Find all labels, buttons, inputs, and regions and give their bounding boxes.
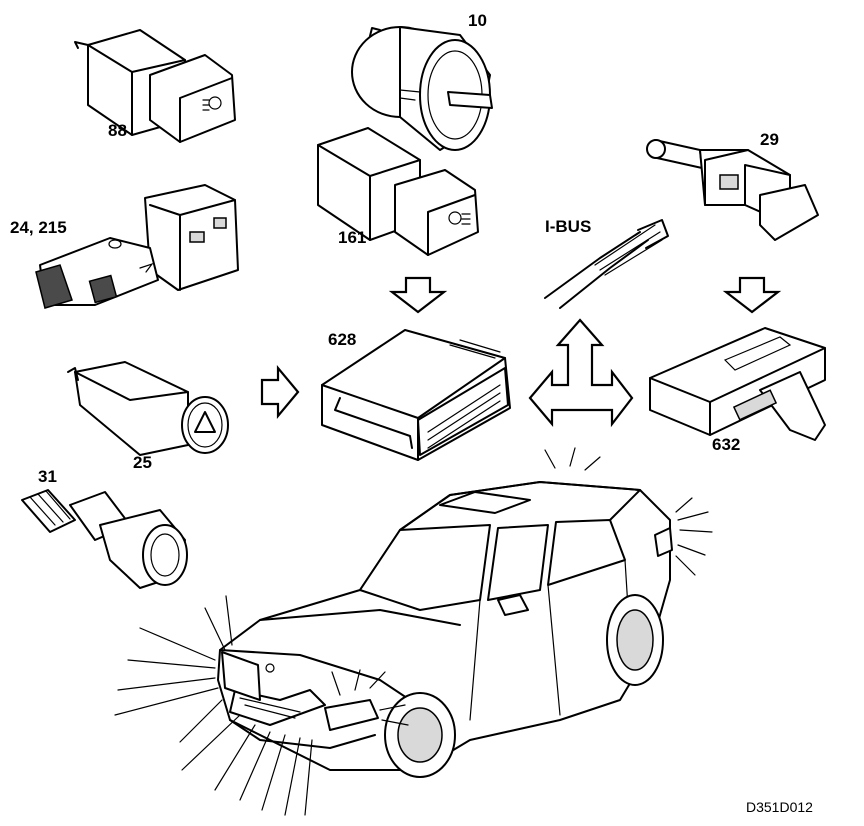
arrow-right-to-628: [260, 364, 300, 420]
fog-light-switch-88: [74, 29, 236, 143]
arrow-down-to-628: [388, 276, 448, 314]
rear-fog-switch-161: [317, 127, 479, 256]
car-illustration: [217, 481, 673, 778]
label-628: 628: [328, 330, 356, 349]
label-25: 25: [133, 453, 152, 472]
ibus-wire: [544, 219, 669, 309]
light-rays: [114, 447, 713, 816]
label-88: 88: [108, 121, 127, 140]
light-switch-10: [351, 26, 493, 151]
temperature-sensor-31: [21, 489, 188, 589]
drawing-code: D351D012: [746, 799, 813, 815]
hazard-switch-25: [67, 361, 229, 456]
label-10: 10: [468, 11, 487, 30]
arrow-down-to-632: [722, 276, 782, 314]
indicator-stalk-24-215: [35, 184, 239, 309]
label-31: 31: [38, 467, 57, 486]
label-29: 29: [760, 130, 779, 149]
arrow-three-way: [528, 318, 634, 428]
label-632: 632: [712, 435, 740, 454]
label-ibus: I-BUS: [545, 217, 591, 236]
control-module-632: [649, 327, 826, 441]
control-module-628: [321, 329, 511, 461]
label-24-215: 24, 215: [10, 218, 67, 237]
label-161: 161: [338, 228, 366, 247]
brake-light-switch-29: [646, 139, 819, 241]
